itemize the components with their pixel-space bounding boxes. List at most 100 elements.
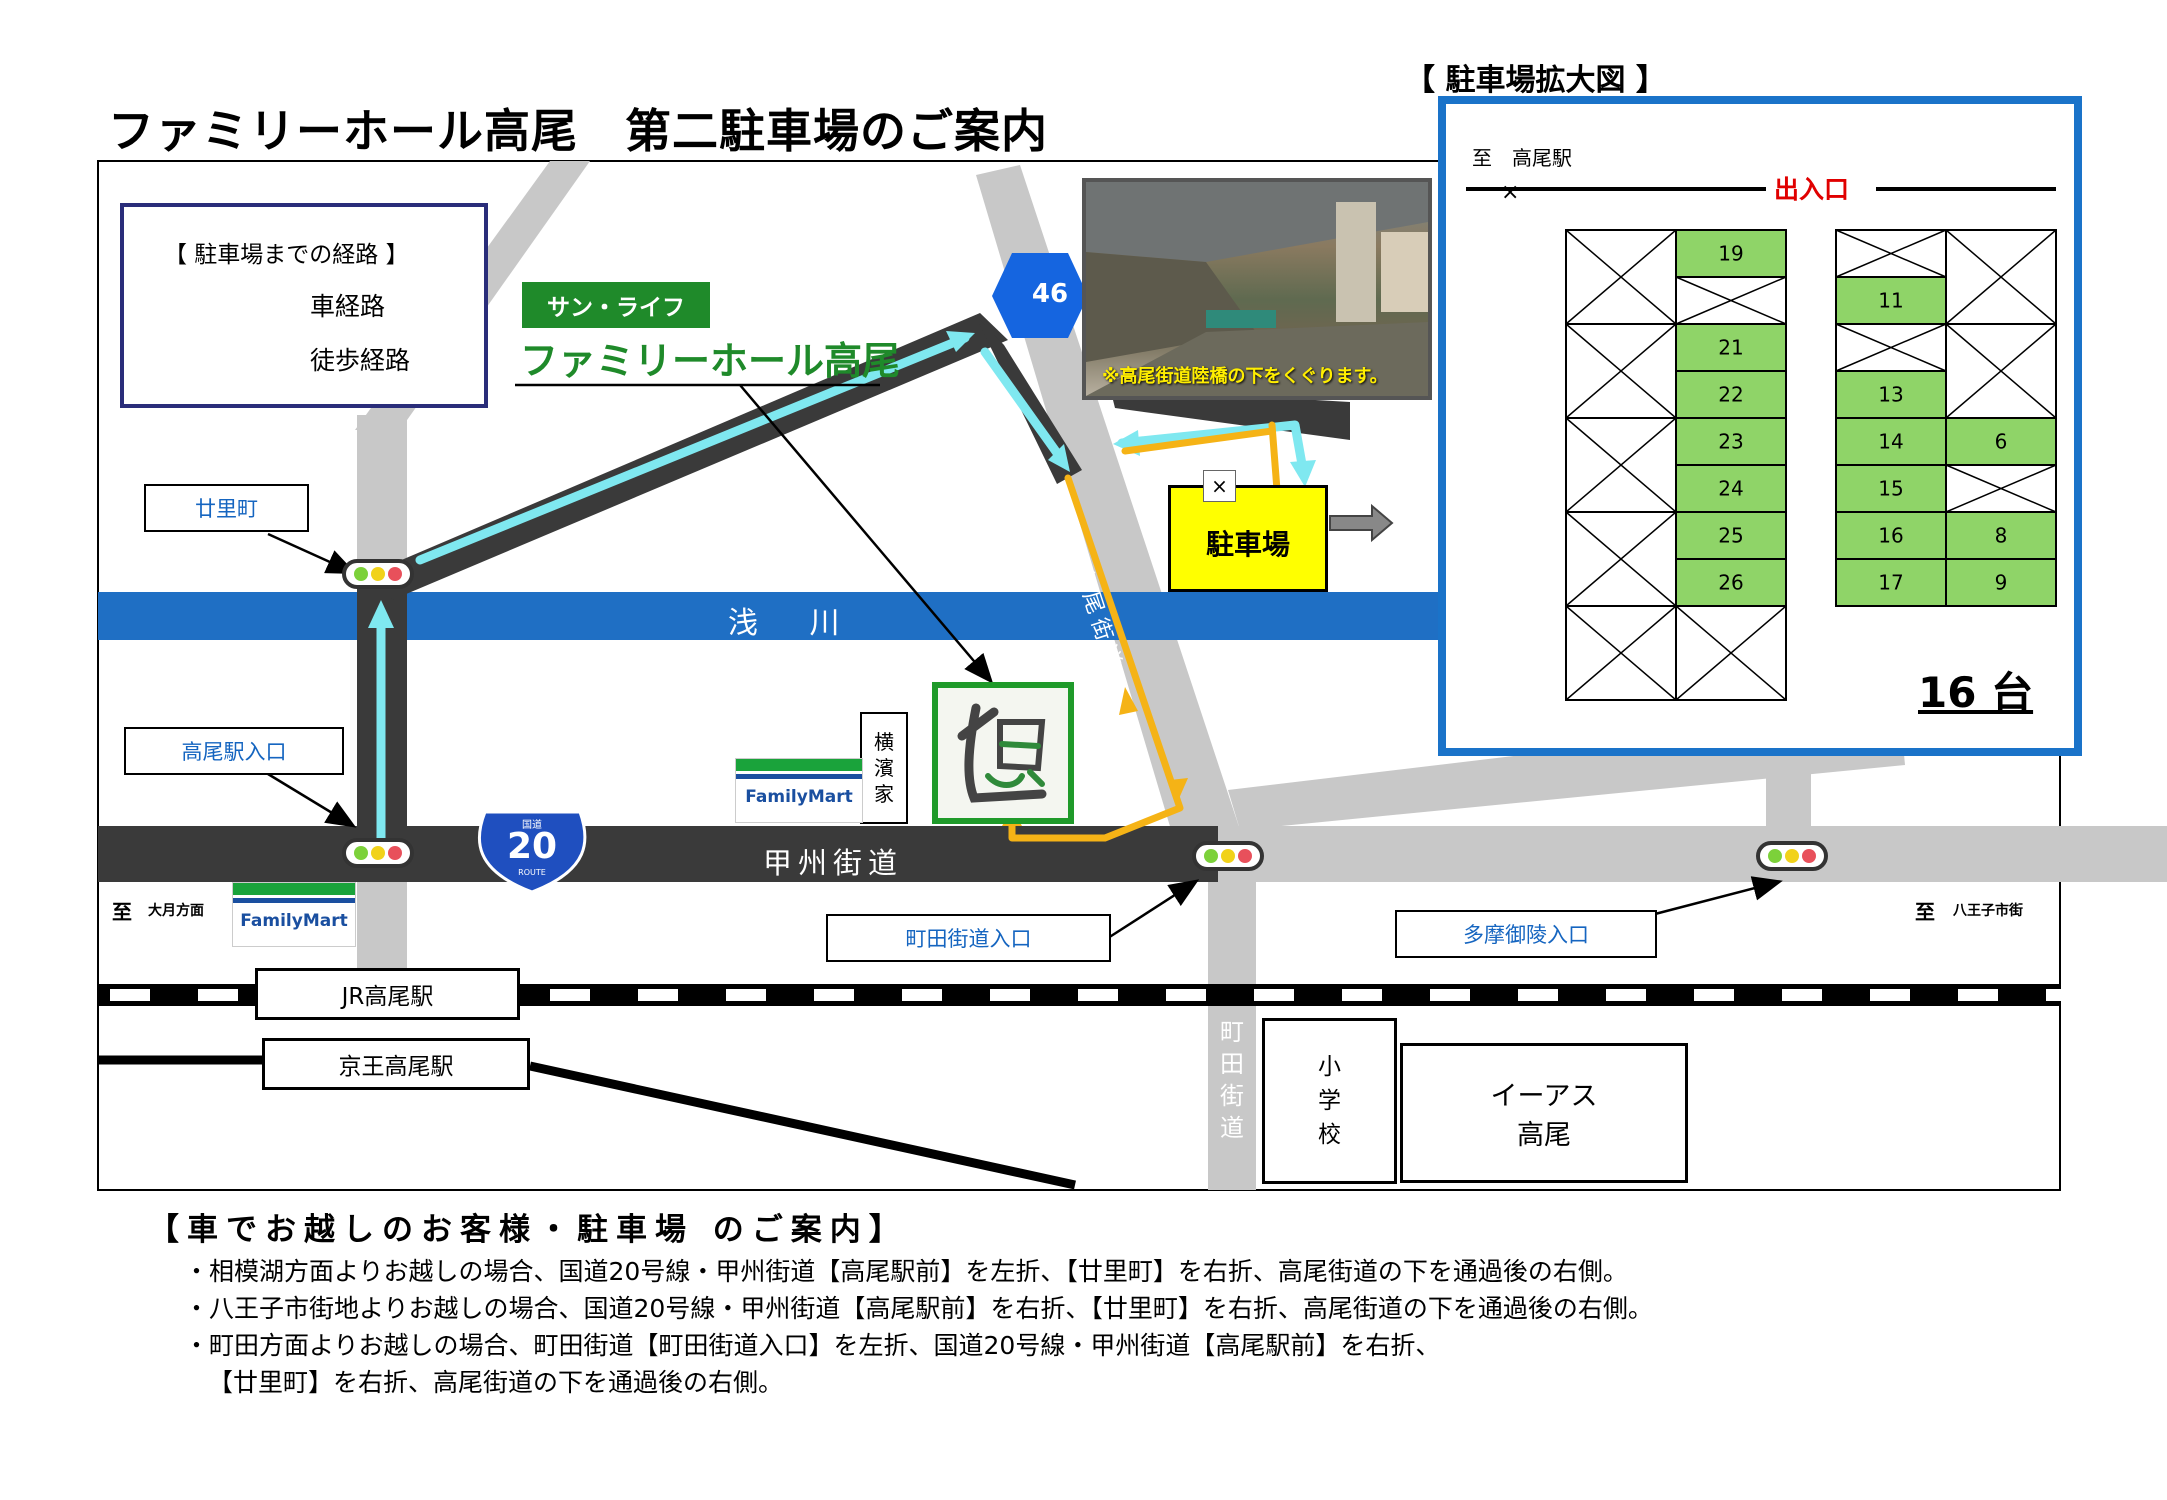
route-road-koshu xyxy=(98,826,1218,882)
rail-tie xyxy=(1958,989,1998,1001)
brand-sub-badge: サン・ライフ xyxy=(522,282,710,328)
koshu-road-label: 甲州街道 xyxy=(763,846,904,880)
parking-space-number: 11 xyxy=(1878,289,1903,313)
rail-tie xyxy=(1078,989,1118,1001)
parking-space-number: 19 xyxy=(1718,242,1743,266)
label-jr-takao: JR高尾駅 xyxy=(255,968,520,1020)
legend-car-label: 車経路 xyxy=(310,292,386,321)
parking-space-number: 8 xyxy=(1995,524,2008,548)
parking-space-unavailable xyxy=(1565,323,1677,419)
rail-tie xyxy=(1430,989,1470,1001)
rail-tie xyxy=(1694,989,1734,1001)
parking-space-number: 23 xyxy=(1718,430,1743,454)
parking-space-number: 26 xyxy=(1718,571,1743,595)
rail-tie xyxy=(726,989,766,1001)
parking-space-number: 24 xyxy=(1718,477,1743,501)
label-yokohamaya: 横濱家 xyxy=(860,712,908,824)
label-keio-takao: 京王高尾駅 xyxy=(262,1038,530,1090)
inset-road-line-right xyxy=(1876,187,2056,191)
parking-space: 6 xyxy=(1945,417,2057,466)
familymart-logo-station: FamilyMart xyxy=(232,882,356,947)
parking-label: 駐車場 xyxy=(1205,527,1290,561)
label-machida-kaido-iriguchi: 町田街道入口 xyxy=(826,914,1111,962)
parking-space-unavailable xyxy=(1565,229,1677,325)
traffic-light xyxy=(342,559,414,589)
rail-tie xyxy=(814,989,854,1001)
dir-hachioji-prefix: 至 xyxy=(1915,900,1935,924)
parking-space-number: 22 xyxy=(1718,383,1743,407)
dir-hachioji: 八王子市街 xyxy=(1953,903,2023,919)
route46-hexagon xyxy=(992,253,1088,338)
rail-tie xyxy=(902,989,942,1001)
rail-tie xyxy=(990,989,1030,1001)
parking-x-mark: × xyxy=(1211,474,1228,498)
parking-space: 25 xyxy=(1675,511,1787,560)
label-takao-eki-iriguchi: 高尾駅入口 xyxy=(124,727,344,775)
rail-tie xyxy=(2046,989,2086,1001)
parking-arrow xyxy=(1329,503,1394,543)
notes-heading: 【車でお越しのお客様・駐車場 のご案内】 xyxy=(148,1212,908,1248)
parking-space: 15 xyxy=(1835,464,1947,513)
parking-space: 24 xyxy=(1675,464,1787,513)
parking-space-number: 6 xyxy=(1995,430,2008,454)
parking-space: 8 xyxy=(1945,511,2057,560)
family-hall-logo xyxy=(932,682,1074,824)
leader-lines xyxy=(267,383,1783,940)
notes-item-2: ・八王子市街地よりお越しの場合、国道20号線・甲州街道【高尾駅前】を右折、【廿里… xyxy=(184,1294,1653,1323)
parking-space: 14 xyxy=(1835,417,1947,466)
notes-item-3: ・町田方面よりお越しの場合、町田街道【町田街道入口】を左折、国道20号線・甲州街… xyxy=(184,1331,1441,1360)
parking-space: 19 xyxy=(1675,229,1787,278)
label-elementary-school: 小学校 xyxy=(1262,1018,1397,1184)
rail-tie xyxy=(198,989,238,1001)
rail-tie xyxy=(1518,989,1558,1001)
legend-box: 【 駐車場までの経路 】 車経路 徒歩経路 xyxy=(120,203,488,408)
parking-space-unavailable xyxy=(1675,276,1787,325)
rail-tie xyxy=(550,989,590,1001)
parking-space: 21 xyxy=(1675,323,1787,372)
inset-x-mark: × xyxy=(1501,180,1520,205)
traffic-light xyxy=(342,838,414,868)
familymart-logo-koshu: FamilyMart xyxy=(735,758,863,823)
brand-sub: サン・ライフ xyxy=(547,295,685,321)
parking-space-unavailable xyxy=(1945,464,2057,513)
river-label: 浅 川 xyxy=(728,606,844,641)
parking-entrance-box: × xyxy=(1203,470,1236,502)
route46-label: 46 xyxy=(1031,279,1069,309)
inset-road-line-left xyxy=(1466,187,1766,191)
rail-tie xyxy=(1870,989,1910,1001)
underpass-photo: ※高尾街道陸橋の下をくぐります。 xyxy=(1082,178,1432,400)
parking-space-number: 15 xyxy=(1878,477,1903,501)
parking-space-number: 21 xyxy=(1718,336,1743,360)
brand-name: ファミリーホール高尾 xyxy=(520,339,901,383)
parking-space-unavailable xyxy=(1835,229,1947,278)
parking-lot: 駐車場 xyxy=(1168,485,1328,592)
rail-tie xyxy=(638,989,678,1001)
route20-shield xyxy=(477,810,587,894)
label-tsuzuramachi: 廿里町 xyxy=(144,484,309,532)
rail-tie xyxy=(1606,989,1646,1001)
parking-space: 26 xyxy=(1675,558,1787,607)
route-road-3 xyxy=(975,315,1082,484)
route20-top: 国道 xyxy=(522,820,542,831)
machida-road-label: 町田街道 xyxy=(1220,1018,1244,1142)
inset-entrance: 出入口 xyxy=(1774,175,1850,204)
inset-title: 【 駐車場拡大図 】 xyxy=(1405,63,1666,98)
parking-space: 17 xyxy=(1835,558,1947,607)
parking-space: 13 xyxy=(1835,370,1947,419)
car-route xyxy=(376,333,1308,853)
keio-line-right xyxy=(529,1061,1076,1190)
label-eas-takao: イーアス 高尾 xyxy=(1400,1043,1688,1183)
rail-tie xyxy=(1254,989,1294,1001)
notes-item-1: ・相模湖方面よりお越しの場合、国道20号線・甲州街道【高尾駅前】を左折、【廿里町… xyxy=(184,1257,1628,1286)
parking-space: 9 xyxy=(1945,558,2057,607)
inset-to-station: 至 高尾駅 xyxy=(1472,146,1572,170)
traffic-light xyxy=(1192,841,1264,871)
parking-space: 16 xyxy=(1835,511,1947,560)
parking-space: 11 xyxy=(1835,276,1947,325)
notes: 【車でお越しのお客様・駐車場 のご案内】 ・相模湖方面よりお越しの場合、国道20… xyxy=(148,1212,1653,1401)
legend-title: 【 駐車場までの経路 】 xyxy=(164,242,409,268)
rail-tie xyxy=(1342,989,1382,1001)
parking-space-unavailable xyxy=(1675,605,1787,701)
takao-kaido-road xyxy=(976,165,1250,860)
